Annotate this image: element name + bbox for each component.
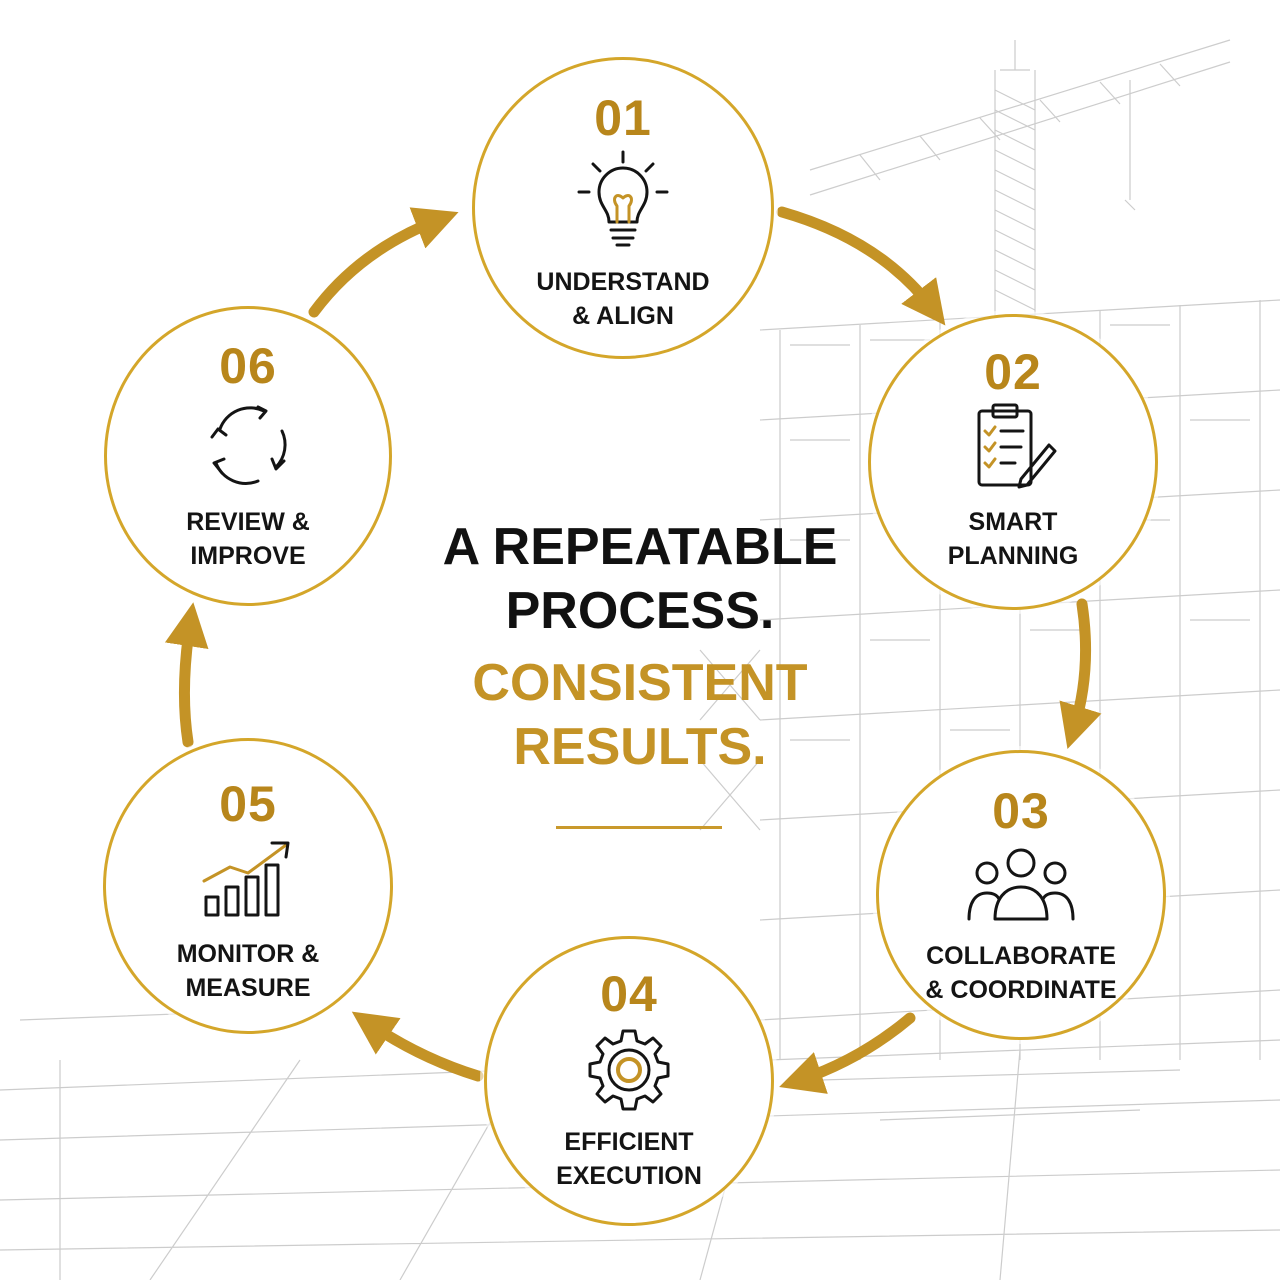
clipboard-checklist-icon (965, 401, 1061, 496)
growth-chart-icon (200, 837, 296, 924)
divider (556, 826, 722, 829)
arrow-06-to-01 (308, 207, 459, 318)
arrow-05-to-06 (164, 602, 209, 748)
step-label: MONITOR & MEASURE (176, 940, 320, 1002)
center-message: A REPEATABLE PROCESS. CONSISTENT RESULTS… (390, 515, 890, 779)
step-number: 04 (600, 966, 658, 1022)
step-number: 02 (984, 344, 1042, 400)
step-label: UNDERSTAND & ALIGN (536, 268, 710, 330)
cycle-arrows-icon (202, 399, 294, 496)
step-label: SMART PLANNING (947, 508, 1079, 570)
step-03-collaborate-coordinate: 03 COLLABORATE & COORDINATE (876, 750, 1166, 1040)
step-01-understand-align: 01 UNDERSTAND & ALIGN (472, 57, 774, 359)
headline: A REPEATABLE PROCESS. (442, 518, 838, 640)
step-label: EFFICIENT EXECUTION (556, 1128, 702, 1190)
step-number: 03 (992, 783, 1050, 839)
arrow-04-to-05 (351, 1011, 484, 1082)
step-04-efficient-execution: 04 EFFICIENT EXECUTION (484, 936, 774, 1226)
team-group-icon (965, 847, 1077, 928)
step-02-smart-planning: 02 SMART PLANNING (868, 314, 1158, 610)
step-06-review-improve: 06 REVIEW & IMPROVE (104, 306, 392, 606)
step-05-monitor-measure: 05 MONITOR & MEASURE (103, 738, 393, 1034)
arrow-02-to-03 (1059, 598, 1102, 750)
step-label: REVIEW & IMPROVE (186, 508, 310, 570)
arrow-01-to-02 (776, 206, 946, 326)
step-number: 05 (219, 776, 277, 832)
step-number: 06 (219, 338, 277, 394)
gear-icon (584, 1025, 674, 1120)
arrow-03-to-04 (779, 1012, 916, 1094)
subline: CONSISTENT RESULTS. (472, 654, 808, 776)
step-label: COLLABORATE & COORDINATE (925, 942, 1117, 1004)
lightbulb-icon (573, 148, 673, 257)
step-number: 01 (594, 90, 652, 146)
